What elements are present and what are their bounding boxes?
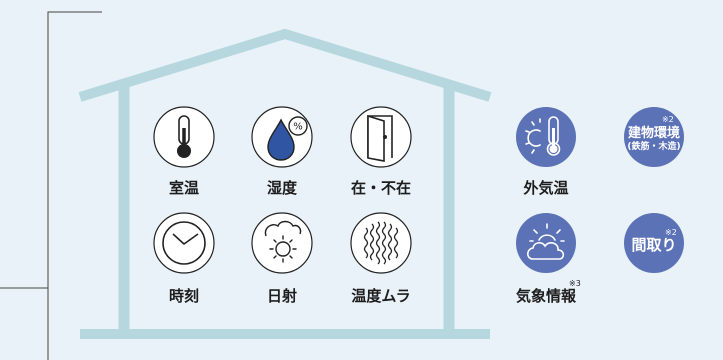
- temperature-unevenness-label: 温度ムラ: [351, 287, 411, 305]
- weather-info-label: 気象情報: [515, 287, 576, 305]
- floor-plan-badge: [624, 213, 684, 273]
- clock-icon: [153, 212, 215, 274]
- occupancy-label: 在・不在: [350, 179, 411, 197]
- outdoor-thermometer-icon: [516, 107, 576, 167]
- building-environment-badge: [624, 107, 684, 167]
- floor-plan-note: ※2: [665, 228, 677, 237]
- door-icon: [350, 106, 412, 168]
- house-outline: [78, 28, 492, 339]
- sun-cloud-icon: [251, 212, 313, 274]
- time-label: 時刻: [168, 287, 199, 305]
- humidity-label: 湿度: [266, 179, 297, 197]
- building-environment-text: 建物環境: [627, 126, 680, 141]
- room-temperature-label: 室温: [168, 179, 199, 197]
- percent-symbol: %: [293, 122, 303, 133]
- weather-icon: [516, 213, 576, 273]
- weather-info-note: ※3: [569, 279, 581, 288]
- floor-plan-text: 間取り: [631, 236, 677, 254]
- thermometer-icon: [153, 106, 215, 168]
- bracket-lines: [0, 11, 102, 360]
- building-environment-note: ※2: [662, 115, 674, 124]
- heat-wave-icon: [350, 212, 412, 274]
- humidity-drop-icon: %: [251, 106, 313, 168]
- building-environment-subtext: (鉄筋・木造): [627, 142, 681, 152]
- solar-radiation-label: 日射: [266, 287, 297, 305]
- outdoor-temperature-label: 外気温: [523, 179, 569, 197]
